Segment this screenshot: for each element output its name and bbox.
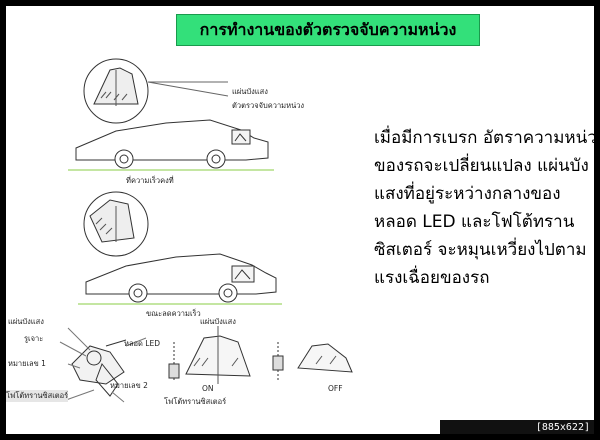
description-line: แรงเฉื่อยของรถ [374,268,490,288]
label-led-lamp: หลอด LED [124,339,160,348]
label-shield-plate-left: แผ่นบังแสง [8,317,44,326]
fan-circle-top [83,58,149,124]
fan-off [297,343,353,373]
label-off: OFF [328,384,343,393]
label-shield-plate-mid: แผ่นบังแสง [200,317,236,326]
description-line: เมื่อมีการเบรก อัตราความหน่วง [374,128,594,148]
description-line: ของรถจะเปลี่ยนแปลง แผ่นบัง [374,156,589,176]
fan-circle-mid [83,191,149,257]
label-state-steady: ที่ความเร็วคงที่ [126,176,174,185]
label-state-decel: ขณะลดความเร็ว [146,309,201,318]
car-body-mid [85,253,277,295]
label-number-2: หมายเลข 2 [110,381,148,390]
label-shield-plate-top: แผ่นบังแสง [232,87,268,96]
watermark-badge: [885x622] https://upic.me/ [440,420,594,434]
title-banner: การทำงานของตัวตรวจจับความหน่วง [176,14,480,46]
description-line: แสงที่อยู่ระหว่างกลางของ [374,184,561,204]
diagram-drawing [59,58,353,403]
description-line: ซิสเตอร์ จะหมุนเหวี่ยงไปตาม [374,240,587,260]
description-text: เมื่อมีการเบรก อัตราความหน่วง ของรถจะเปล… [374,124,594,292]
label-phototransistor-left: โฟโต้ทรานซิสเตอร์ [6,390,69,402]
car-body-top [75,119,269,161]
label-phototransistor-mid: โฟโต้ทรานซิสเตอร์ [164,397,227,406]
label-hole: รูเจาะ [24,334,44,343]
deceleration-sensor-diagram: แผ่นบังแสง ตัวตรวจจับความหน่วง ที่ความเร… [6,46,356,431]
label-detector: ตัวตรวจจับความหน่วง [232,101,305,110]
slide: การทำงานของตัวตรวจจับความหน่วง [6,6,594,434]
label-on: ON [202,384,214,393]
slide-title: การทำงานของตัวตรวจจับความหน่วง [199,19,457,39]
label-number-1: หมายเลข 1 [8,359,46,368]
description-line: หลอด LED และโฟโต้ทราน [374,212,575,232]
